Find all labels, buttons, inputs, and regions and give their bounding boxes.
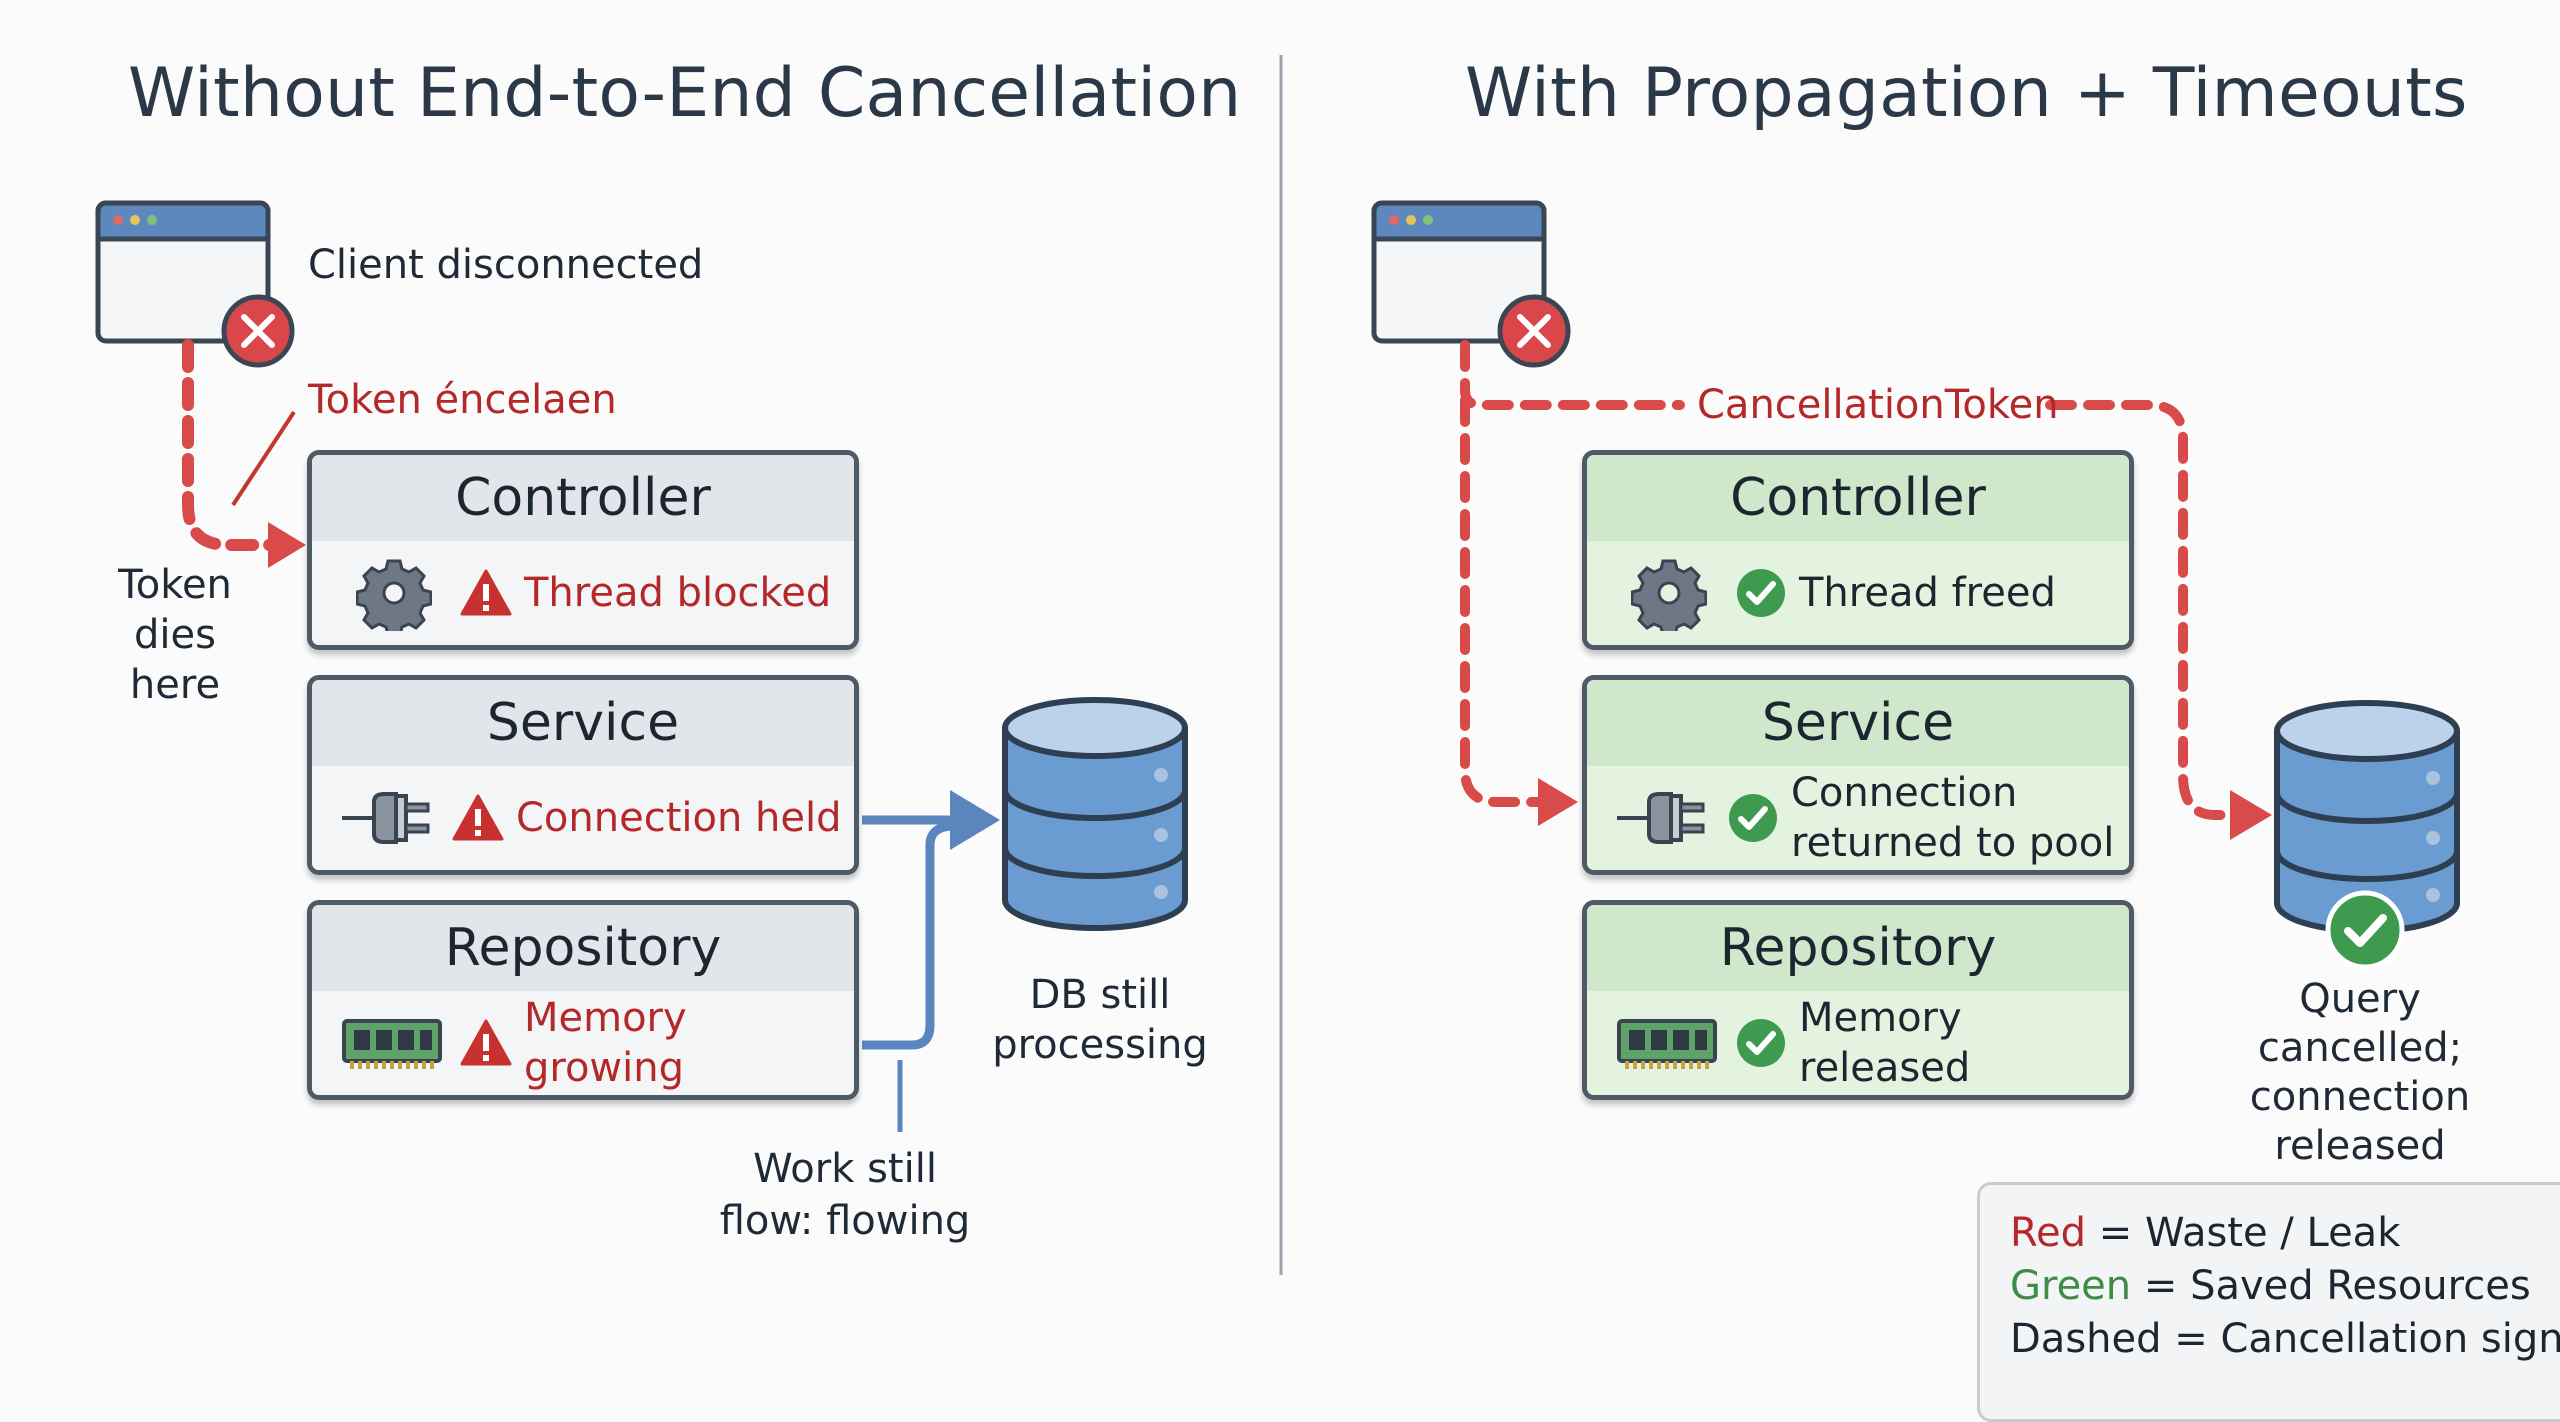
layer-title: Repository xyxy=(1587,905,2129,991)
left-panel-title: Without End-to-End Cancellation xyxy=(128,54,1242,133)
check-circle-icon xyxy=(1737,1019,1785,1067)
warning-icon xyxy=(452,794,504,841)
cancellation-token-label: CancellationToken xyxy=(1697,382,2059,428)
layer-title: Controller xyxy=(1587,455,2129,541)
legend-red-row: Red = Waste / Leak xyxy=(2010,1207,2560,1260)
warning-icon xyxy=(460,1019,512,1066)
token-label-pointer xyxy=(231,410,296,507)
db-check-icon xyxy=(2325,890,2405,970)
gear-icon xyxy=(1631,559,1707,631)
right-panel-title: With Propagation + Timeouts xyxy=(1465,54,2468,133)
layer-title: Repository xyxy=(312,905,854,991)
legend-green-row: Green = Saved Resources xyxy=(2010,1260,2560,1313)
plug-icon xyxy=(342,792,430,844)
legend-green-word: Green xyxy=(2010,1263,2132,1309)
token-dies-label: Token dies here xyxy=(118,562,232,708)
layer-title: Service xyxy=(312,680,854,766)
memory-chip-icon xyxy=(1617,1019,1717,1069)
cancellation-token-arrow-left xyxy=(1460,340,1685,410)
query-cancelled-label: Query cancelled; connection released xyxy=(2249,976,2471,1169)
warning-icon xyxy=(460,569,512,616)
layer-status: Memory growing xyxy=(524,995,687,1091)
layer-status: Thread freed xyxy=(1799,570,2056,616)
service-layer-left: Service Connection held xyxy=(307,675,859,875)
layer-status: Connection returned to pool xyxy=(1791,770,2115,866)
layer-status: Thread blocked xyxy=(524,570,832,616)
memory-chip-icon xyxy=(342,1019,442,1069)
controller-layer-right: Controller Thread freed xyxy=(1582,450,2134,650)
layer-title: Controller xyxy=(312,455,854,541)
cancellation-token-arrow-right xyxy=(2045,400,2240,820)
layer-status: Memory released xyxy=(1799,995,1971,1091)
legend-green-text: = Saved Resources xyxy=(2131,1263,2531,1309)
check-circle-icon xyxy=(1737,569,1785,617)
client-disconnected-label: Client disconnected xyxy=(308,242,704,288)
client-browser-icon-right xyxy=(1374,203,1568,365)
repository-layer-right: Repository Memory released xyxy=(1582,900,2134,1100)
layer-status: Connection held xyxy=(516,795,842,841)
client-browser-icon xyxy=(98,203,292,365)
token-signal-arrow xyxy=(182,339,278,551)
repository-layer-left: Repository Memory growing xyxy=(307,900,859,1100)
legend-dashed-row: Dashed = Cancellation signal xyxy=(2010,1316,2560,1362)
legend-red-text: = Waste / Leak xyxy=(2086,1210,2401,1256)
layer-title: Service xyxy=(1587,680,2129,766)
check-circle-icon xyxy=(1729,794,1777,842)
legend-red-word: Red xyxy=(2010,1210,2086,1256)
plug-icon xyxy=(1617,792,1705,844)
token-label: Token éncelaen xyxy=(308,377,617,423)
database-icon-left xyxy=(1005,700,1185,928)
gear-icon xyxy=(356,559,432,631)
db-still-processing-label: DB still processing xyxy=(992,972,1208,1068)
legend: Red = Waste / Leak Green = Saved Resourc… xyxy=(1977,1182,2560,1422)
work-still-flowing-label: Work still flow: flowing xyxy=(719,1146,971,1244)
controller-layer-left: Controller Thread blocked xyxy=(307,450,859,650)
service-layer-right: Service Connection returned to pool xyxy=(1582,675,2134,875)
